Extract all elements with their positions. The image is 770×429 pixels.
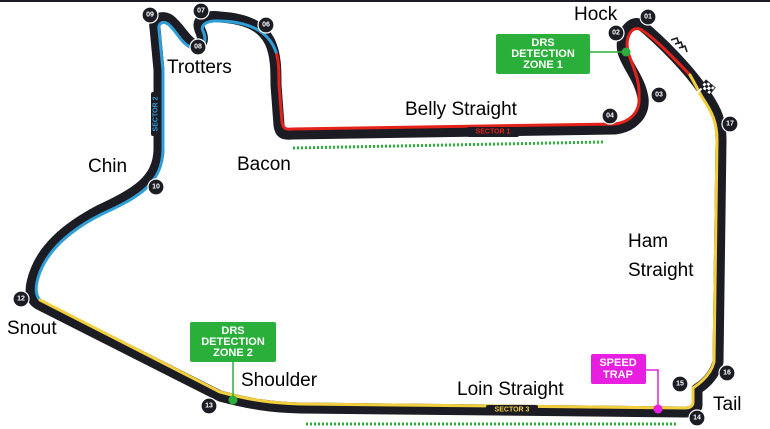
label-shoulder: Shoulder (241, 370, 318, 391)
svg-text:DRS: DRS (531, 37, 554, 49)
svg-text:17: 17 (726, 121, 734, 128)
turn-marker-08: 08 (189, 38, 207, 56)
svg-text:03: 03 (655, 92, 663, 99)
speed-trap-connector (646, 369, 659, 408)
label-trotters: Trotters (167, 57, 232, 78)
svg-text:DRS: DRS (221, 325, 244, 337)
chevron-arrows-icon (670, 36, 688, 53)
svg-text:02: 02 (612, 30, 620, 37)
turn-marker-14: 14 (688, 409, 706, 427)
sector-3-badge: SECTOR 3 (486, 405, 538, 415)
label-chin: Chin (88, 156, 127, 177)
svg-text:07: 07 (197, 8, 205, 15)
svg-text:SECTOR 1: SECTOR 1 (476, 129, 511, 136)
label-bacon: Bacon (237, 154, 291, 175)
svg-text:ZONE 1: ZONE 1 (523, 59, 563, 71)
turn-marker-17: 17 (721, 115, 739, 133)
svg-text:01: 01 (644, 14, 652, 21)
label-snout: Snout (7, 318, 57, 339)
label-hock: Hock (574, 4, 618, 25)
drs-zone-1-point (621, 47, 631, 57)
turn-marker-03: 03 (650, 86, 668, 104)
drs-zone-1-box: DRS DETECTION ZONE 1 (496, 34, 590, 74)
label-tail: Tail (713, 394, 742, 415)
label-belly-straight: Belly Straight (405, 99, 518, 120)
speed-trap-point (653, 404, 663, 414)
sector-1-line (274, 27, 692, 131)
sector-1-badge: SECTOR 1 (467, 127, 519, 137)
svg-text:06: 06 (262, 22, 270, 29)
sector-3-line (38, 73, 719, 410)
svg-text:13: 13 (205, 403, 213, 410)
svg-text:SECTOR 2: SECTOR 2 (153, 96, 160, 131)
svg-text:08: 08 (194, 44, 202, 51)
turn-marker-04: 04 (601, 107, 619, 125)
speed-trap-box: SPEED TRAP (591, 354, 646, 384)
label-loin-straight: Loin Straight (457, 379, 564, 400)
svg-text:ZONE 2: ZONE 2 (213, 347, 253, 359)
turn-marker-07: 07 (192, 2, 210, 20)
svg-text:SPEED: SPEED (599, 357, 636, 369)
svg-text:12: 12 (17, 296, 25, 303)
svg-text:DETECTION: DETECTION (511, 48, 575, 60)
turn-marker-15: 15 (671, 375, 689, 393)
sector-2-badge: SECTOR 2 (151, 92, 161, 136)
drs-zone-1-line (292, 140, 604, 150)
turn-marker-10: 10 (147, 178, 165, 196)
svg-text:14: 14 (693, 415, 701, 422)
svg-text:04: 04 (606, 113, 614, 120)
turn-marker-13: 13 (200, 397, 218, 415)
svg-text:16: 16 (723, 370, 731, 377)
turn-marker-01: 01 (639, 8, 657, 26)
drs-zone-2-point (228, 395, 238, 405)
chequered-flag-icon (699, 79, 716, 96)
turn-marker-16: 16 (718, 364, 736, 382)
svg-text:SECTOR 3: SECTOR 3 (495, 407, 530, 414)
sector-2-line (34, 19, 278, 302)
turn-marker-02: 02 (607, 24, 625, 42)
svg-text:DETECTION: DETECTION (201, 336, 265, 348)
svg-text:TRAP: TRAP (603, 369, 633, 381)
svg-text:15: 15 (676, 381, 684, 388)
svg-text:09: 09 (146, 12, 154, 19)
turn-marker-06: 06 (257, 16, 275, 34)
turn-marker-12: 12 (12, 290, 30, 308)
track-outline (25, 11, 727, 418)
svg-text:10: 10 (152, 184, 160, 191)
turn-marker-09: 09 (141, 6, 159, 24)
drs-zone-2-box: DRS DETECTION ZONE 2 (190, 322, 276, 362)
